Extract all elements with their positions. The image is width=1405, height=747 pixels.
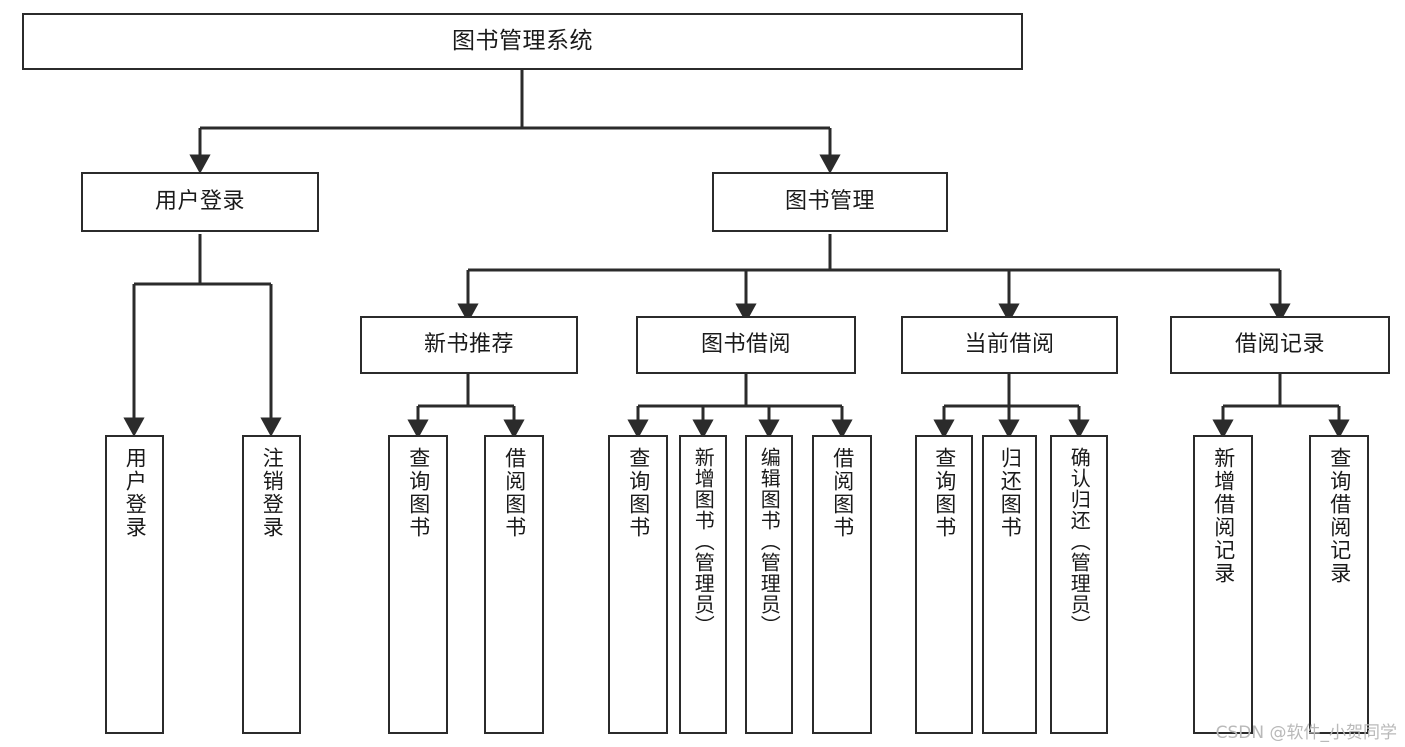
node-leaf-query-book-recommend[interactable]: 查询图书 <box>388 435 448 734</box>
node-leaf-add-book[interactable]: 新增图书（管理员） <box>679 435 727 734</box>
node-leaf-query-book-borrow[interactable]: 查询图书 <box>608 435 668 734</box>
node-label: 借阅图书 <box>502 447 527 539</box>
node-label: 用户登录 <box>123 447 148 539</box>
node-leaf-borrow-book[interactable]: 借阅图书 <box>812 435 872 734</box>
node-label: 确认归还（管理员） <box>1067 447 1092 636</box>
node-label: 查询图书 <box>932 447 957 539</box>
node-leaf-confirm-return[interactable]: 确认归还（管理员） <box>1050 435 1108 734</box>
node-leaf-edit-book[interactable]: 编辑图书（管理员） <box>745 435 793 734</box>
node-label: 新书推荐 <box>423 332 514 358</box>
node-label: 新增借阅记录 <box>1211 447 1236 585</box>
node-label: 查询图书 <box>406 447 431 539</box>
node-label: 查询借阅记录 <box>1327 447 1352 585</box>
node-label: 图书管理 <box>784 189 875 215</box>
node-leaf-query-borrow-record[interactable]: 查询借阅记录 <box>1309 435 1369 734</box>
node-borrow-record[interactable]: 借阅记录 <box>1170 316 1390 374</box>
node-new-book-recommend[interactable]: 新书推荐 <box>360 316 578 374</box>
node-leaf-user-login[interactable]: 用户登录 <box>105 435 164 734</box>
node-label: 借阅图书 <box>830 447 855 539</box>
node-root-book-management-system[interactable]: 图书管理系统 <box>22 13 1023 70</box>
node-leaf-borrow-book-recommend[interactable]: 借阅图书 <box>484 435 544 734</box>
node-label: 查询图书 <box>626 447 651 539</box>
node-label: 新增图书（管理员） <box>691 447 716 636</box>
node-label: 图书管理系统 <box>452 27 593 54</box>
csdn-watermark: CSDN @软件_小贺同学 <box>1215 723 1397 743</box>
node-label: 借阅记录 <box>1234 332 1325 358</box>
node-book-manage[interactable]: 图书管理 <box>712 172 948 232</box>
node-user-login[interactable]: 用户登录 <box>81 172 319 232</box>
node-leaf-query-book-current[interactable]: 查询图书 <box>915 435 973 734</box>
node-label: 编辑图书（管理员） <box>757 447 782 636</box>
node-book-borrow[interactable]: 图书借阅 <box>636 316 856 374</box>
node-label: 当前借阅 <box>964 332 1055 358</box>
node-leaf-return-book[interactable]: 归还图书 <box>982 435 1037 734</box>
node-label: 归还图书 <box>998 447 1023 539</box>
node-leaf-add-borrow-record[interactable]: 新增借阅记录 <box>1193 435 1253 734</box>
node-leaf-logout-login[interactable]: 注销登录 <box>242 435 301 734</box>
node-label: 用户登录 <box>154 189 245 215</box>
node-current-borrow[interactable]: 当前借阅 <box>901 316 1118 374</box>
node-label: 注销登录 <box>260 447 285 539</box>
node-label: 图书借阅 <box>700 332 791 358</box>
